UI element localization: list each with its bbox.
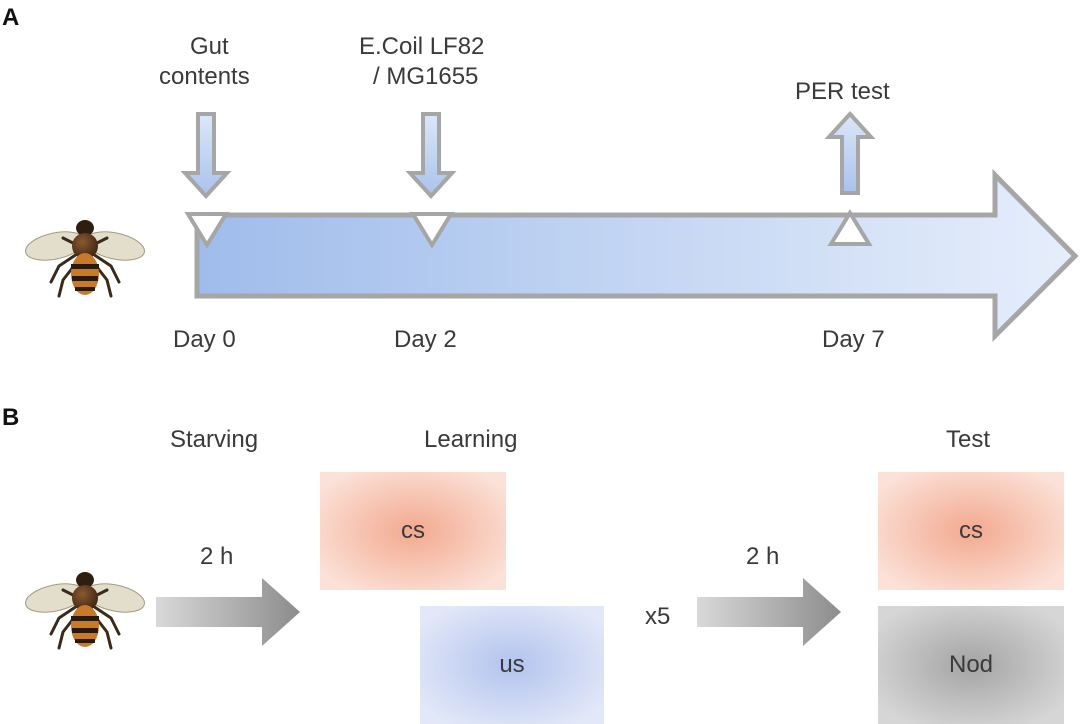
bee-icon xyxy=(21,570,149,650)
day-label: Day 7 xyxy=(822,326,885,353)
repeat-label: x5 xyxy=(645,603,671,630)
interval-arrow xyxy=(697,578,841,646)
panel-a-label: A xyxy=(2,4,20,31)
day7-up-arrow xyxy=(824,111,876,195)
starving-arrow xyxy=(156,578,300,646)
nod-box-bg xyxy=(878,606,1064,724)
bee-icon xyxy=(21,218,149,298)
cs-test-box: cs xyxy=(959,517,983,544)
day-label: Day 0 xyxy=(173,326,236,353)
cs-learning-box: cs xyxy=(401,517,425,544)
day7-marker xyxy=(827,209,873,246)
starving-header: Starving xyxy=(170,426,259,453)
gut-label-line1: Gut xyxy=(190,33,229,60)
second-interval-label: 2 h xyxy=(746,543,780,570)
nod-box: Nod xyxy=(948,651,994,678)
timeline-arrow xyxy=(194,168,1079,343)
test-header: Test xyxy=(946,426,991,453)
us-box-bg xyxy=(420,606,604,724)
learning-header: Learning xyxy=(424,426,518,453)
us-box: us xyxy=(499,651,525,678)
day2-marker xyxy=(409,212,455,249)
first-interval-label: 2 h xyxy=(200,543,234,570)
day0-marker xyxy=(184,212,230,249)
cs-test-box-bg xyxy=(878,472,1064,590)
ecoli-label-line2: / MG1655 xyxy=(373,63,479,90)
day2-down-arrow xyxy=(405,112,457,199)
ecoli-label-line1: E.Coil LF82 xyxy=(359,33,485,60)
day-label: Day 2 xyxy=(394,326,457,353)
gut-label-line2: contents xyxy=(159,63,250,90)
day0-down-arrow xyxy=(180,112,232,199)
per-test-label: PER test xyxy=(795,78,890,105)
cs-learning-box-bg xyxy=(320,472,506,590)
panel-b-label: B xyxy=(2,404,20,431)
